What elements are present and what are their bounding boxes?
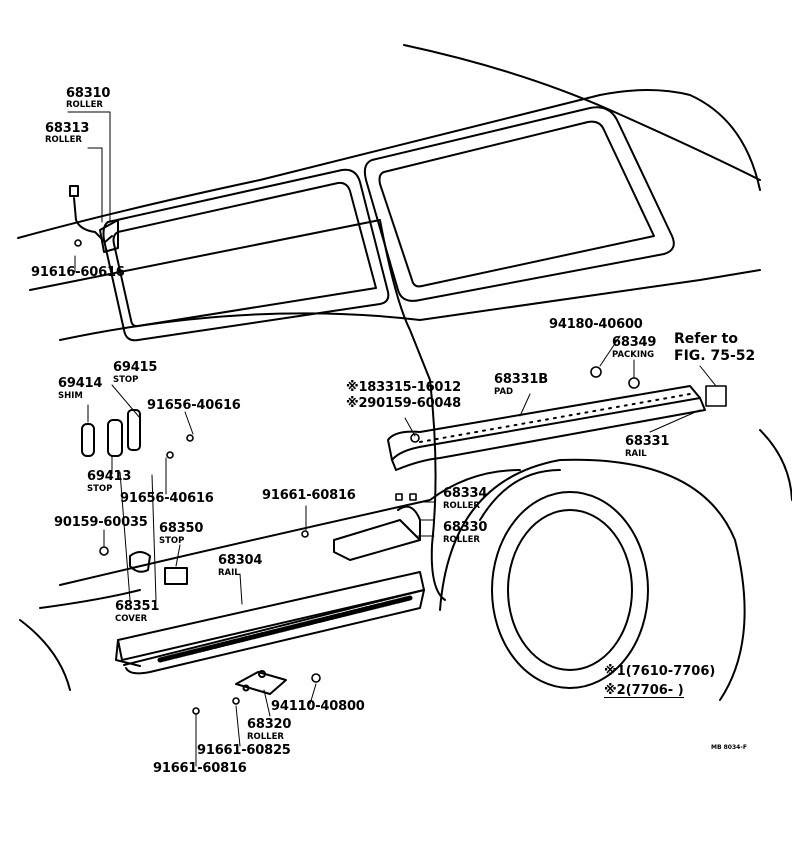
legend-row-2: ※2(7706- ) [604,683,684,698]
part-68331b-name: PAD [494,387,514,397]
part-91656a-number: 91656-40616 [147,398,241,413]
part-68350-name: STOP [159,536,185,546]
part-68313-name: ROLLER [45,135,82,145]
part-69414-name: SHIM [58,391,83,401]
part-91656b-number: 91656-40616 [120,491,214,506]
leader-lines [67,111,717,767]
part-68313-number: 68313 [45,121,90,136]
part-69415-number: 69415 [113,360,158,375]
part-91661a-number: 91661-60816 [262,488,356,503]
part-69413-name: STOP [87,484,113,494]
marker-2: ※2 [346,396,368,411]
part-68310-name: ROLLER [66,100,103,110]
lower-rail-assembly [115,571,425,675]
fasteners [74,239,727,715]
part-91616-number: 91616-60616 [31,265,125,280]
part-68331-number: 68331 [625,434,670,449]
rear-wheel [439,458,746,701]
upper-rail-assembly [387,385,706,471]
part-83315-number: ※183315-16012 [346,380,461,395]
part-68320-name: ROLLER [247,732,284,742]
part-91661c-number: 91661-60816 [153,761,247,776]
part-69413-number: 69413 [87,469,132,484]
part-68330-number: 68330 [443,520,488,535]
refer-line-1: Refer to [674,331,738,347]
side-window [102,168,390,342]
legend-row-1: ※1(7610-7706) [604,664,716,679]
part-68310-number: 68310 [66,86,111,101]
part-90159b-number: ※290159-60048 [346,396,461,411]
part-68351-name: COVER [115,614,148,624]
part-68334-name: ROLLER [443,501,480,511]
part-90159a-number: 90159-60035 [54,515,148,530]
part-94110-number: 94110-40800 [271,699,365,714]
upper-front-roller [69,185,119,253]
part-68350-number: 68350 [159,521,204,536]
stops-and-shims [81,409,188,585]
part-68351-number: 68351 [115,599,160,614]
part-94180-number: 94180-40600 [549,317,643,332]
center-roller-bracket [333,505,421,561]
marker-1: ※1 [346,380,368,395]
part-68320-number: 68320 [247,717,292,732]
part-69415-name: STOP [113,375,139,385]
part-68349-number: 68349 [612,335,657,350]
part-68331b-number: 68331B [494,372,548,387]
part-68331-name: RAIL [625,449,647,459]
part-68304-name: RAIL [218,568,240,578]
part-91661b-number: 91661-60825 [197,743,291,758]
part-69414-number: 69414 [58,376,103,391]
drawing-code: MB 8034-F [711,744,747,751]
part-68304-number: 68304 [218,553,263,568]
part-68330-name: ROLLER [443,535,480,545]
part-68349-name: PACKING [612,350,655,360]
lower-roller-bracket [235,670,287,695]
refer-line-2: FIG. 75-52 [674,348,756,364]
part-68334-number: 68334 [443,486,488,501]
rear-quarter-window [363,106,675,302]
